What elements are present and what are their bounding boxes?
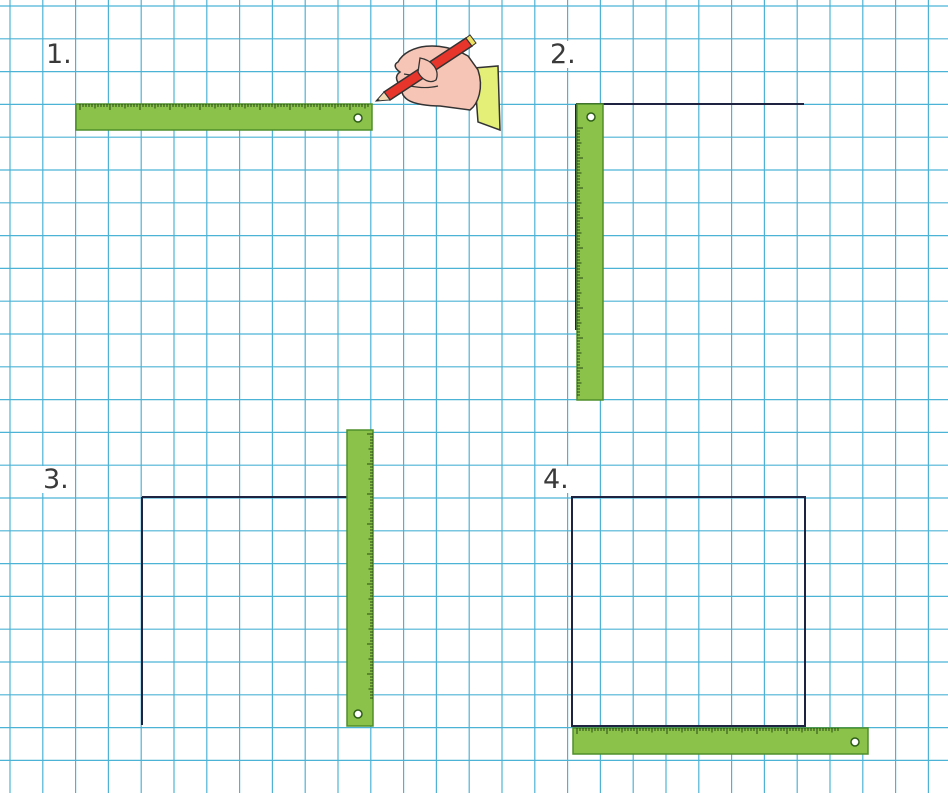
ruler-icon	[573, 728, 868, 754]
ruler-icon	[577, 104, 603, 400]
step-4-label: 4.	[541, 466, 571, 493]
ruler-icon	[347, 430, 373, 726]
step-2-panel	[576, 104, 804, 400]
step-2-label: 2.	[548, 41, 578, 68]
step-1-label: 1.	[44, 41, 74, 68]
ruler-icon	[76, 104, 372, 130]
step-3-label: 3.	[41, 466, 71, 493]
step-4-panel	[572, 497, 868, 754]
hand-holding-pencil-icon	[376, 35, 500, 130]
